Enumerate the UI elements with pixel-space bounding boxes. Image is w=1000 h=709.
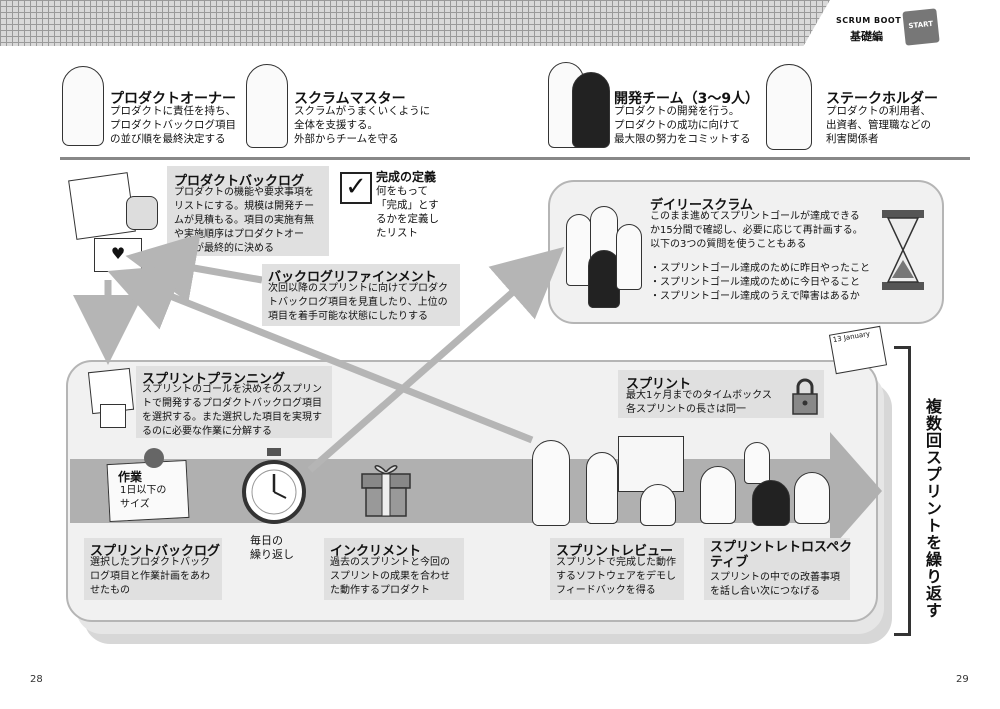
hourglass-icon — [882, 210, 924, 290]
retrospective-title: スプリントレトロスペクティブ — [710, 540, 853, 570]
repeat-bracket — [894, 346, 911, 636]
book-section-tag — [800, 0, 1000, 52]
sprint-planning-box — [136, 366, 332, 438]
role-title-product-owner: プロダクトオーナー — [110, 91, 236, 107]
dev-team-member-illustration — [572, 72, 610, 148]
retro-member-illustration — [752, 480, 790, 526]
retro-member-illustration — [744, 442, 770, 484]
retrospective-box — [704, 538, 850, 600]
refinement-arrow — [125, 233, 263, 303]
retrospective-desc: スプリントの中での改善事項を話し合い次につなげる — [710, 572, 840, 597]
role-desc-stakeholder: プロダクトの利用者、出資者、管理職などの利害関係者 — [826, 105, 931, 145]
task-note-title: 作業 — [118, 470, 143, 484]
sprint-review-title: スプリントレビュー — [556, 544, 674, 559]
product-owner-illustration — [62, 66, 104, 146]
series-title: SCRUM BOOT CAMP — [836, 16, 933, 25]
daily-repeat-label: 毎日の繰り返し — [250, 534, 294, 561]
daily-scrum-questions: ・スプリントゴール達成のために昨日やったこと・スプリントゴール達成のために今日や… — [650, 263, 870, 302]
reviewer-illustration — [586, 452, 618, 524]
sprint-flow-arrow-head — [830, 432, 882, 550]
definition-of-done-desc: 何をもって「完成」とするかを定義したリスト — [376, 185, 439, 239]
sprint-box — [618, 370, 824, 418]
section-title: 基礎編 — [850, 30, 883, 43]
team-member-illustration — [566, 214, 592, 286]
sprint-title: スプリント — [626, 377, 692, 392]
gift-icon — [361, 465, 411, 517]
refinement-title: バックログリファインメント — [268, 270, 437, 285]
role-title-dev-team: 開発チーム（3～9人） — [614, 91, 760, 107]
page-number-left: 28 — [30, 674, 43, 685]
demo-screen-icon — [618, 436, 684, 492]
section-divider — [60, 157, 970, 160]
refinement-box — [262, 264, 460, 326]
increment-box — [324, 538, 464, 600]
definition-of-done-title: 完成の定義 — [376, 170, 437, 184]
reviewer-illustration — [532, 440, 570, 526]
task-note-desc: 1日以下のサイズ — [120, 485, 167, 510]
increment-desc: 過去のスプリントと今回のスプリントの成果を合わせた動作するプロダクト — [330, 557, 450, 596]
product-backlog-desc: プロダクトの機能や要求事項をリストにする。規模は開発チームが見積もる。項目の実施… — [174, 187, 315, 254]
role-desc-product-owner: プロダクトに責任を持ち、プロダクトバックログ項目の並び順を最終決定する — [110, 105, 236, 145]
stakeholder-illustration — [766, 64, 812, 150]
team-member-illustration — [588, 250, 620, 308]
sprint-planning-title: スプリントプランニング — [142, 372, 286, 387]
sprint-backlog-box — [84, 538, 222, 600]
role-desc-scrum-master: スクラムがうまくいくように全体を支援する。外部からチームを守る — [294, 105, 431, 145]
checkbox-icon: ✓ — [340, 172, 372, 204]
product-backlog-title: プロダクトバックログ — [174, 174, 305, 189]
sprint-planning-desc: スプリントのゴールを決めそのスプリントで開発するプロダクトバックログ項目を選択す… — [142, 384, 322, 437]
page-number-right: 29 — [956, 674, 969, 685]
retro-member-illustration — [700, 466, 736, 524]
retro-member-illustration — [794, 472, 830, 524]
daily-scrum-arrow — [307, 246, 565, 473]
role-title-scrum-master: スクラムマスター — [294, 91, 406, 107]
reviewer-illustration — [640, 484, 676, 526]
role-desc-dev-team: プロダクトの開発を行う。プロダクトの成功に向けて最大限の努力をコミットする — [614, 105, 751, 145]
scrum-master-illustration — [246, 64, 288, 148]
sprint-review-desc: スプリントで完成した動作するソフトウェアをデモしフィードバックを得る — [556, 557, 676, 596]
role-title-stakeholder: ステークホルダー — [826, 91, 938, 107]
pushpin-icon — [144, 448, 164, 468]
team-member-illustration — [616, 224, 642, 290]
stopwatch-icon — [242, 448, 306, 524]
daily-scrum-desc: このまま進めてスプリントゴールが達成できるか15分間で確認し、必要に応じて再計画… — [650, 211, 863, 250]
coins-icon — [126, 196, 158, 230]
sprint-review-box — [550, 538, 684, 600]
sprint-backlog-title: スプリントバックログ — [90, 544, 221, 559]
daily-scrum-title: デイリースクラム — [650, 198, 753, 213]
refinement-desc: 次回以降のスプリントに向けてプロダクトバックログ項目を見直したり、上位の項目を着… — [268, 283, 448, 322]
sprint-backlog-desc: 選択したプロダクトバックログ項目と作業計画をあわせたもの — [90, 557, 210, 596]
increment-title: インクリメント — [330, 544, 422, 559]
repeat-label: 複数回スプリントを繰り返す — [923, 398, 942, 619]
sprint-desc: 最大1ヶ月までのタイムボックス各スプリントの長さは同一 — [626, 390, 772, 415]
planning-cards-icon — [100, 404, 126, 428]
lock-icon — [792, 378, 818, 415]
review-to-backlog-arrow — [107, 264, 534, 444]
